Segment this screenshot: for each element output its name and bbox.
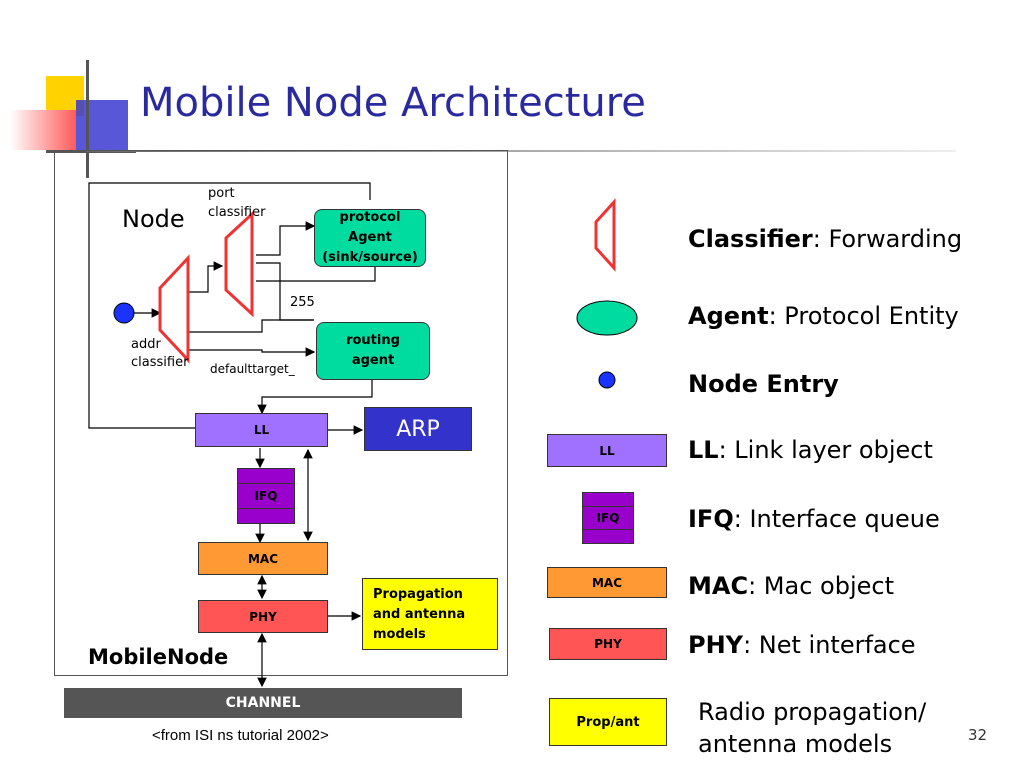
legend-ll: LL: Link layer object [688,436,933,464]
node-boundary-line [88,182,371,429]
legend-ifq: IFQ: Interface queue [688,505,940,533]
legend-ll-term: LL [688,436,719,464]
legend-mac-desc: : Mac object [748,572,894,600]
protocol-agent-box: protocol Agent (sink/source) [314,209,426,267]
legend-classifier-shape [594,198,616,272]
mobilenode-label: MobileNode [88,645,229,669]
legend-phy: PHY: Net interface [688,631,916,659]
protocol-agent-line-2: Agent [348,230,392,245]
legend-phy-desc: : Net interface [743,631,916,659]
port-classifier-label-2: classifier [208,205,266,220]
node-entry-circle [113,302,135,324]
legend-prop-desc-2: antenna models [698,730,893,758]
legend-agent: Agent: Protocol Entity [688,302,959,330]
page-number: 32 [968,726,988,744]
decorative-corner [0,60,140,180]
legend-ll-box: LL [547,434,667,467]
mobilenode-frame [54,150,508,676]
propagation-line-3: models [373,627,426,642]
routing-agent-line-2: agent [351,353,395,368]
legend-prop-box: Prop/ant [549,698,667,746]
legend-ifq-box: IFQ [582,492,634,544]
ll-box: LL [195,413,328,447]
addr-classifier-shape [158,254,190,364]
legend-agent-term: Agent [688,302,769,330]
port-255-label: 255 [290,295,315,310]
propagation-line-1: Propagation [373,587,463,602]
ifq-label: IFQ [238,484,294,509]
legend-ifq-desc: : Interface queue [733,505,940,533]
legend-ll-desc: : Link layer object [718,436,933,464]
legend-ifq-label: IFQ [583,507,633,530]
legend-classifier-term: Classifier [688,225,813,253]
legend-classifier: Classifier: Forwarding [688,225,962,253]
protocol-agent-line-1: protocol [339,210,401,225]
addr-classifier-label-2: classifier [131,355,189,370]
source-note: <from ISI ns tutorial 2002> [152,727,329,744]
legend-node-entry-term: Node Entry [688,370,839,398]
routing-agent-line-1: routing [346,333,400,348]
legend-mac-term: MAC [688,572,749,600]
slide-title: Mobile Node Architecture [140,80,646,126]
arp-box: ARP [364,407,472,451]
legend-agent-ellipse [576,300,638,336]
legend-phy-box: PHY [549,628,667,660]
routing-agent-box: routing agent [316,322,430,380]
legend-ifq-term: IFQ [688,505,734,533]
addr-classifier-label-1: addr [131,337,161,352]
protocol-agent-line-3: (sink/source) [322,250,418,265]
legend-prop-desc-1: Radio propagation/ [698,698,927,726]
legend-node-entry: Node Entry [688,370,839,398]
propagation-line-2: and antenna [373,607,466,622]
legend-node-entry-circle [598,371,616,389]
mac-box: MAC [198,542,328,575]
title-underline [86,150,956,152]
legend-phy-term: PHY [688,631,744,659]
legend-mac: MAC: Mac object [688,572,894,600]
channel-bar: CHANNEL [64,688,462,718]
legend-mac-box: MAC [547,567,667,598]
legend-classifier-desc: : Forwarding [812,225,963,253]
phy-box: PHY [198,600,328,633]
port-classifier-shape [224,210,254,318]
port-classifier-label-1: port [208,186,235,201]
defaulttarget-label: defaulttarget_ [210,362,295,376]
propagation-box: Propagation and antenna models [362,578,498,650]
legend-agent-desc: : Protocol Entity [768,302,959,330]
node-label: Node [122,205,185,233]
ifq-box: IFQ [237,468,295,524]
